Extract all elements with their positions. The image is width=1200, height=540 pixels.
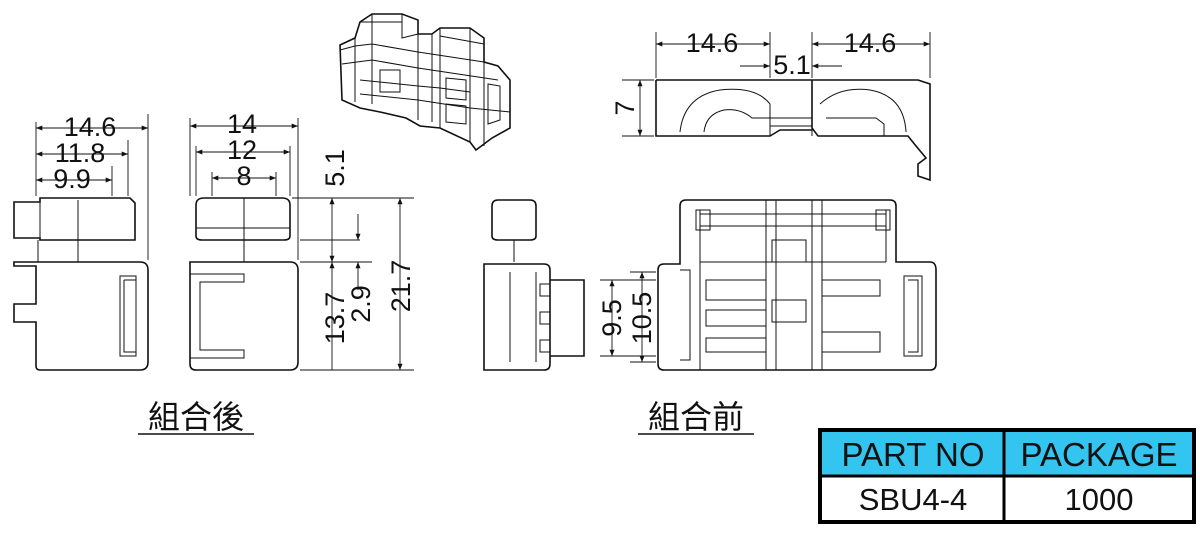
table-header-cell-part (822, 432, 1004, 476)
caption-after-assembly: 組合後 (148, 398, 244, 436)
before-side-view (483, 199, 585, 371)
dim-before-height-10-5: 10.5 (627, 292, 657, 345)
dim-mid-width-1: 14 (227, 109, 257, 139)
caption-before-assembly: 組合前 (648, 398, 744, 436)
before-top-view (622, 32, 931, 182)
table-cell-part-no: SBU4-4 (859, 482, 968, 517)
table-cell-package: 1000 (1065, 482, 1134, 517)
dim-height-21-7: 21.7 (386, 260, 416, 313)
dim-mid-width-3: 8 (236, 161, 251, 191)
dim-height-5-1: 5.1 (320, 149, 350, 187)
table-header-package: PACKAGE (1020, 436, 1177, 473)
dim-height-2-9: 2.9 (346, 285, 376, 323)
after-view-left (13, 114, 149, 371)
dim-before-width-right: 14.6 (844, 28, 897, 58)
dim-before-height-7: 7 (610, 100, 640, 115)
dim-after-width-1: 14.6 (64, 112, 117, 142)
dim-before-width-left: 14.6 (686, 28, 739, 58)
dim-height-13-7: 13.7 (320, 292, 350, 345)
after-view-middle (189, 118, 299, 371)
isometric-view (339, 13, 511, 152)
table-header-cell-package (1004, 432, 1192, 476)
dim-before-height-9-5: 9.5 (597, 299, 627, 337)
before-front-view (600, 199, 937, 371)
after-height-dims (292, 197, 414, 371)
part-table (818, 428, 1196, 524)
dim-after-width-2: 11.8 (55, 138, 106, 168)
table-header-part-no: PART NO (841, 436, 984, 473)
dim-mid-width-2: 12 (227, 135, 257, 165)
dim-after-width-3: 9.9 (53, 164, 91, 194)
dim-before-gap: 5.1 (773, 50, 811, 80)
